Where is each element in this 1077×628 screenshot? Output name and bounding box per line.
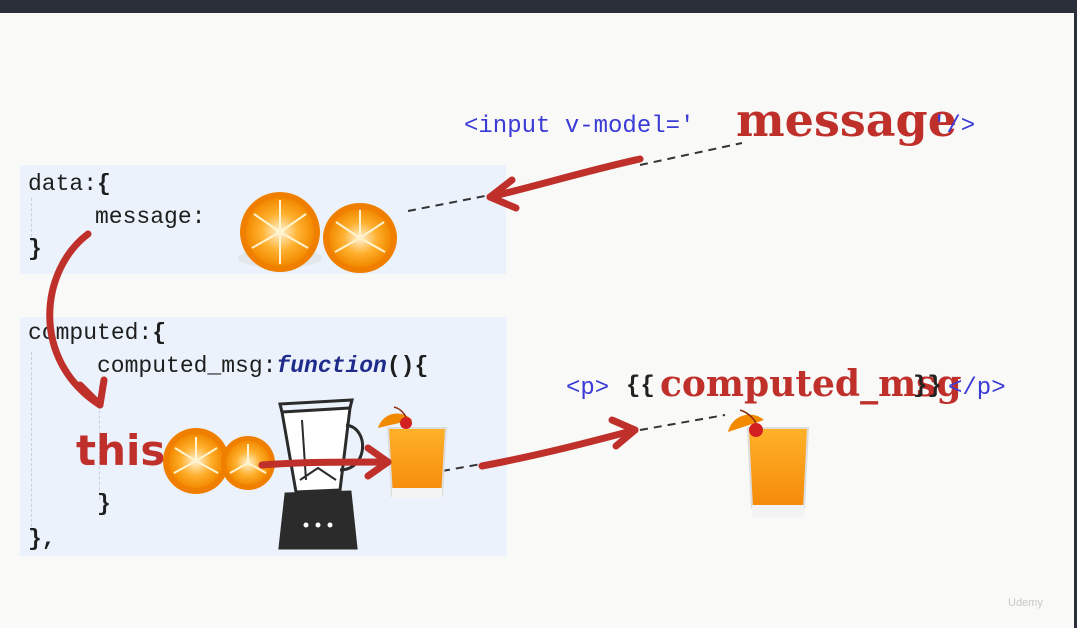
- computed-msg-handwritten: computed_msg: [660, 363, 962, 405]
- data-close-brace: }: [28, 236, 42, 262]
- orange-halves-icon: [163, 428, 275, 494]
- arrow-glass-to-template: [478, 426, 639, 470]
- blender-icon: [278, 398, 364, 550]
- data-line: data:{: [28, 171, 111, 197]
- input-tag-prefix: <input v-model=': [464, 113, 695, 140]
- dashed-connectors: [407, 142, 743, 472]
- arrow-oranges-to-glass: [258, 458, 392, 469]
- mustache-open: {{: [626, 373, 655, 400]
- computed-line: computed:{: [28, 320, 167, 346]
- indent-guide: [99, 385, 101, 500]
- message-key: message:: [95, 204, 206, 230]
- message-handwritten: message: [736, 93, 957, 147]
- function-close-brace: }: [97, 491, 111, 517]
- arrow-input-to-data: [486, 155, 644, 201]
- indent-guide: [31, 198, 33, 242]
- computed-close-brace: },: [28, 526, 56, 552]
- right-edge-bar: [1074, 13, 1077, 628]
- orange-juice-glass-icon: [728, 409, 810, 517]
- arrow-data-to-this: [46, 230, 104, 409]
- red-arrows: [46, 155, 644, 480]
- orange-halves-icon: [238, 192, 397, 273]
- orange-juice-glass-icon: [378, 406, 448, 498]
- p-close-tag: </p>: [948, 375, 1006, 402]
- udemy-watermark: Udemy: [1008, 597, 1043, 609]
- input-tag-suffix: '/>: [932, 113, 976, 140]
- mustache-close: }}: [913, 373, 942, 400]
- top-bar: [0, 0, 1077, 13]
- p-open-tag: <p>: [566, 375, 610, 402]
- computed-msg-line: computed_msg:function(){: [97, 353, 429, 379]
- indent-guide: [31, 352, 33, 532]
